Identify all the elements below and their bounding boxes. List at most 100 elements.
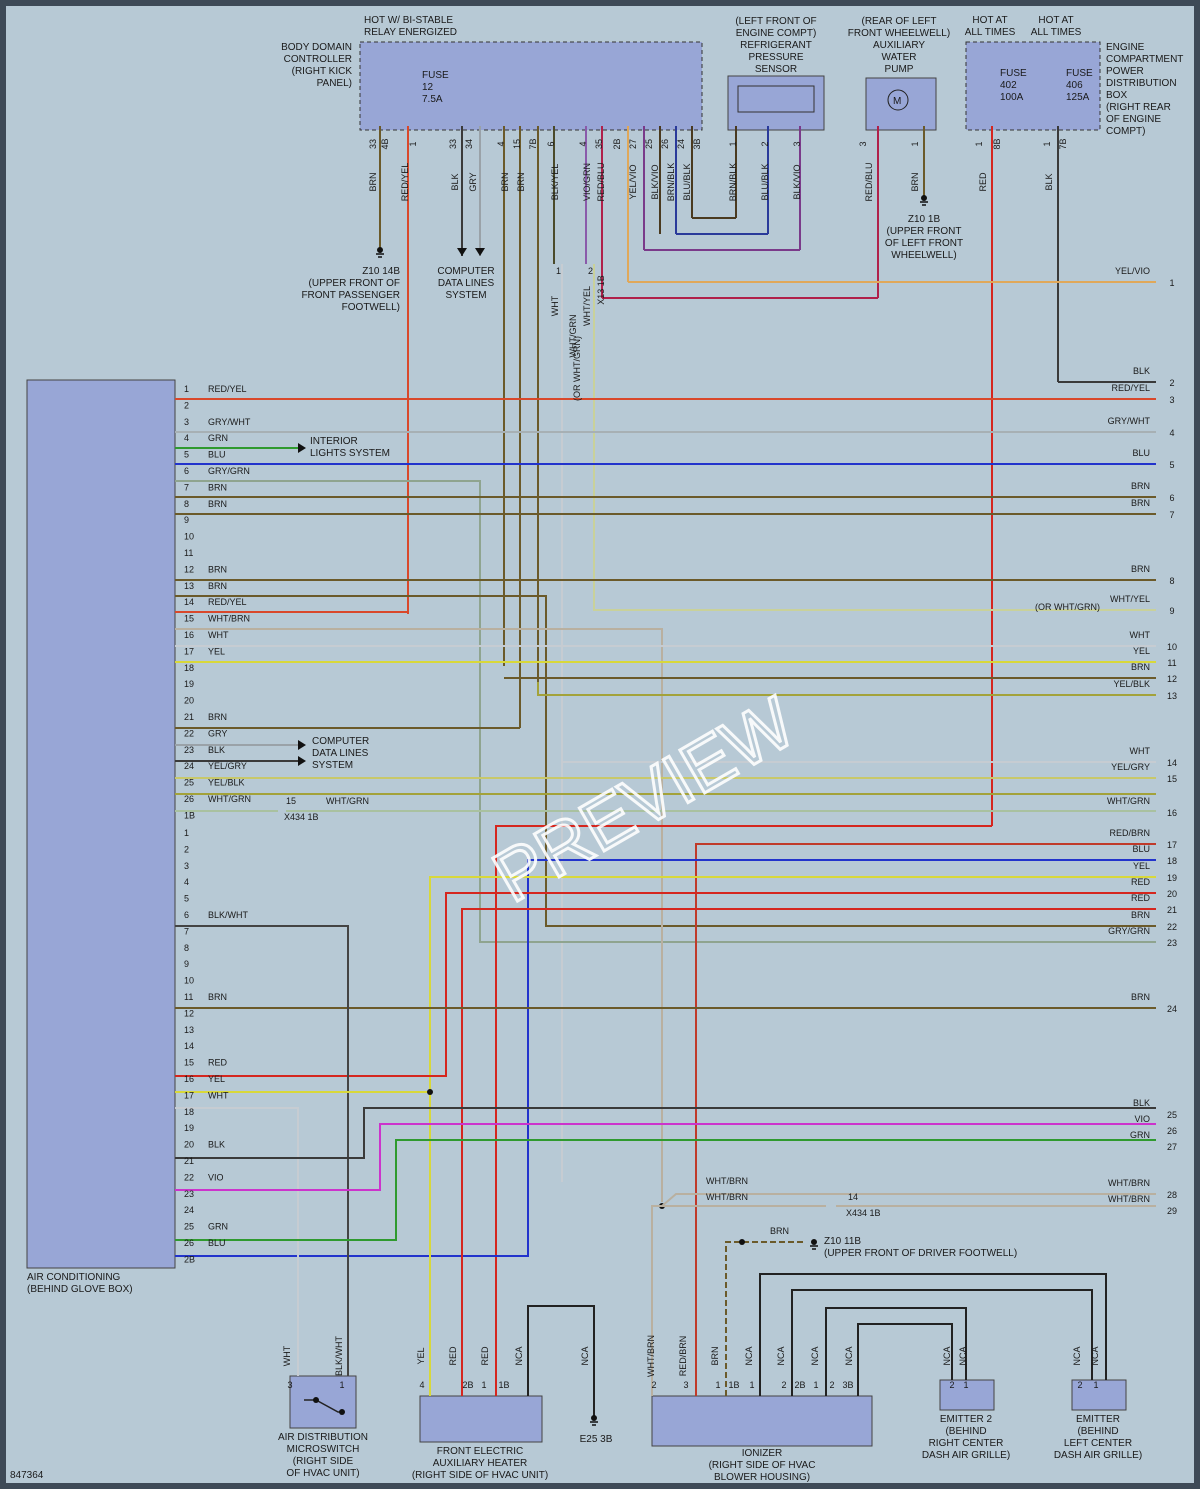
heater-label: (RIGHT SIDE OF HVAC UNIT): [412, 1470, 548, 1481]
bottom-wire-color: NCA: [942, 1346, 952, 1365]
top-wire-color: RED: [978, 172, 988, 192]
ac-wire-color: WHT: [208, 1090, 229, 1100]
ac-pin-number: 26: [184, 1238, 194, 1248]
fuse402-label: 100A: [1000, 92, 1024, 103]
hot-at-all-times-label: ALL TIMES: [965, 27, 1016, 38]
ac-wire-color: WHT/BRN: [208, 614, 250, 624]
ac-pin-number: 23: [184, 1189, 194, 1199]
top-pin-number: 33: [368, 139, 378, 149]
ac-wire-color: BLK: [208, 745, 225, 755]
ac-pin-number: 13: [184, 1025, 194, 1035]
right-pin-number: 19: [1167, 873, 1177, 883]
ac-pin-number: 2: [184, 844, 189, 854]
bottom-wire-color: RED: [448, 1346, 458, 1366]
top-wire-color: BLU/BLK: [682, 163, 692, 200]
ac-pin-number: 8: [184, 499, 189, 509]
bottom-wire-color: NCA: [958, 1346, 968, 1365]
air-conditioning-module: [26, 379, 176, 1269]
ac-pin-number: 9: [184, 515, 189, 525]
switch-icon: [339, 1409, 345, 1415]
bottom-wire-color: NCA: [810, 1346, 820, 1365]
right-wire-color: GRY/GRN: [1108, 926, 1150, 936]
right-pin-number: 10: [1167, 642, 1177, 652]
ac-pin-number: 26: [184, 794, 194, 804]
ac-pin-number: 24: [184, 1205, 194, 1215]
top-pin-number: 3B: [692, 138, 702, 149]
wires-layer: [175, 126, 1156, 1426]
bottom-pin-number: 2: [949, 1380, 954, 1390]
fuse402-label: 402: [1000, 80, 1017, 91]
wire-wht: [175, 1107, 299, 1376]
ac-pin-number: 3: [184, 417, 189, 427]
ac-wire-color: WHT: [208, 630, 229, 640]
body-domain-controller-box: [359, 41, 703, 131]
ground-e25-label: E25 3B: [580, 1434, 613, 1445]
right-wire-color: BLK: [1133, 1098, 1150, 1108]
emitter2-label: RIGHT CENTER: [929, 1438, 1004, 1449]
wire-color: WHT/BRN: [706, 1176, 748, 1186]
bottom-pin-number: 2: [781, 1380, 786, 1390]
diagram-id: 847364: [10, 1470, 44, 1481]
emitter2-label: DASH AIR GRILLE): [922, 1450, 1010, 1461]
ac-wire-color: RED: [208, 1058, 228, 1068]
ac-pin-number: 10: [184, 976, 194, 986]
top-wire-color: YEL/VIO: [628, 164, 638, 199]
hot-relay-label: HOT W/ BI-STABLE: [364, 15, 453, 26]
right-wire-color: YEL: [1133, 861, 1150, 871]
interior-lights-label: LIGHTS SYSTEM: [310, 448, 390, 459]
top-pin-number: 7B: [1058, 138, 1068, 149]
right-pin-number: 23: [1167, 938, 1177, 948]
bottom-pin-number: 2: [1077, 1380, 1082, 1390]
wire-yel: [429, 876, 1156, 1396]
ac-pin-number: 23: [184, 745, 194, 755]
right-pin-number: 12: [1167, 674, 1177, 684]
ac-wire-color: VIO: [208, 1172, 224, 1182]
pump-label: FRONT WHEELWELL): [848, 28, 950, 39]
top-wire-color: GRY: [468, 172, 478, 191]
epdb-label: COMPARTMENT: [1106, 54, 1183, 65]
top-pin-number: 3: [858, 141, 868, 146]
ground-icon: [377, 247, 383, 253]
emitter-label: (BEHIND: [1077, 1426, 1118, 1437]
ground-icon: [810, 1245, 818, 1250]
ac-wire-color: BLK: [208, 1140, 225, 1150]
ac-pin-number: 16: [184, 1074, 194, 1084]
bottom-wire-color: RED/BRN: [678, 1336, 688, 1377]
computer-data-lines-label: DATA LINES: [438, 278, 495, 289]
ac-wire-color: BRN: [208, 992, 227, 1002]
ac-wire-color: WHT/GRN: [208, 794, 251, 804]
right-pin-number: 29: [1167, 1206, 1177, 1216]
air-conditioning-label: (BEHIND GLOVE BOX): [27, 1284, 133, 1295]
epdb-label: OF ENGINE: [1106, 114, 1161, 125]
right-pin-number: 1: [1169, 278, 1174, 288]
top-wire-color: BLU/BLK: [760, 163, 770, 200]
top-wire-color: RED/BLU: [864, 162, 874, 201]
wire-color: WHT/GRN: [326, 796, 369, 806]
wire-nca: [791, 1289, 1093, 1396]
hot-at-all-times-label: HOT AT: [1038, 15, 1073, 26]
right-pin-number: 4: [1169, 428, 1174, 438]
top-wire-color: BLK: [450, 173, 460, 190]
ac-wire-color: BLU: [208, 450, 226, 460]
heater-label: AUXILIARY HEATER: [433, 1458, 527, 1469]
ac-pin-number: 14: [184, 1041, 194, 1051]
hot-at-all-times-label: ALL TIMES: [1031, 27, 1082, 38]
ground-z10-14b-label: FRONT PASSENGER: [301, 290, 400, 301]
wire-vio: [175, 1123, 1156, 1191]
ground-z10-14b-label: (UPPER FRONT OF: [309, 278, 400, 289]
air-conditioning-label: AIR CONDITIONING: [27, 1272, 121, 1283]
epdb-label: COMPT): [1106, 126, 1145, 137]
ground-icon: [921, 195, 927, 201]
wire-brn: [175, 595, 1156, 927]
ac-pin-number: 14: [184, 597, 194, 607]
right-wire-color: WHT/GRN: [1107, 796, 1150, 806]
ac-pin-number: 2: [184, 400, 189, 410]
ionizer-label: BLOWER HOUSING): [714, 1472, 810, 1483]
bottom-wire-color: NCA: [514, 1346, 524, 1365]
right-pin-number: 17: [1167, 840, 1177, 850]
emitter2-box: [939, 1379, 995, 1411]
fuse402-label: FUSE: [1000, 68, 1027, 79]
ac-pin-number: 22: [184, 1172, 194, 1182]
right-wire-color: WHT/YEL: [1110, 594, 1150, 604]
right-wire-color: VIO: [1134, 1114, 1150, 1124]
